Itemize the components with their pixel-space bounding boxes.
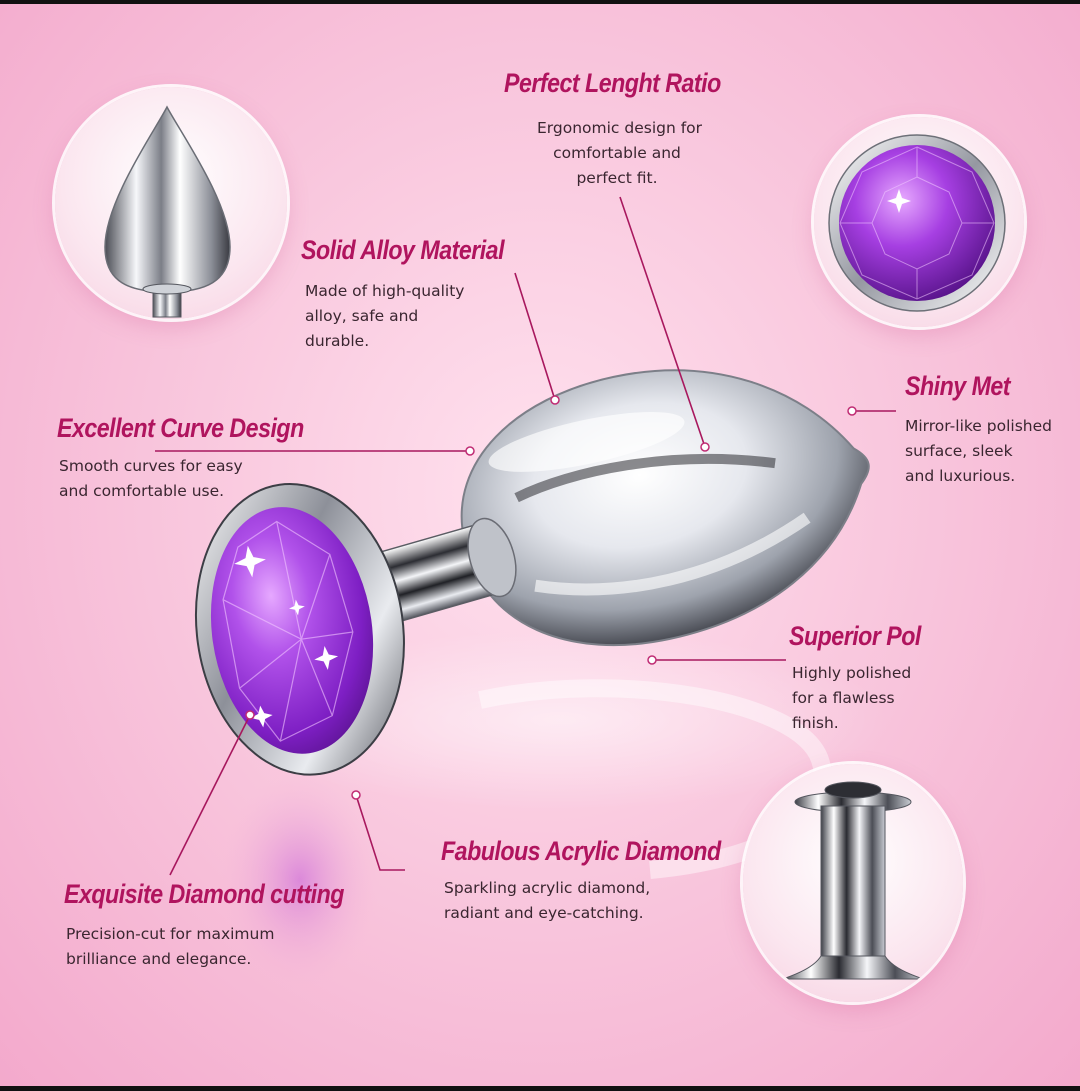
gem-reflection (220, 770, 380, 990)
top-border (0, 0, 1080, 4)
callout-leader-lines (155, 196, 896, 876)
diamond-cutting-line-1: Precision-cut for maximum (66, 925, 275, 943)
perfect-length-line-3: perfect fit. (576, 169, 658, 187)
detail-circle-tip (55, 87, 287, 319)
acrylic-diamond-line-2: radiant and eye-catching. (444, 904, 644, 922)
solid-alloy-line-1: Made of high-quality (305, 282, 465, 300)
shiny-met-title: Shiny Met (905, 371, 1011, 401)
product-base (194, 483, 405, 776)
excellent-curve-title: Excellent Curve Design (57, 413, 304, 443)
perfect-length-desc: Ergonomic design for comfortable and per… (537, 116, 703, 191)
superior-pol-line-2: for a flawless (792, 689, 895, 707)
teardrop-tip-icon (104, 105, 231, 318)
shiny-met-line-2: surface, sleek (905, 442, 1013, 460)
excellent-curve-desc: Smooth curves for easy and comfortable u… (59, 454, 243, 504)
diamond-cutting-title: Exquisite Diamond cutting (64, 879, 344, 909)
perfect-length-line-1: Ergonomic design for (537, 119, 703, 137)
perfect-length-title: Perfect Lenght Ratio (504, 68, 721, 98)
solid-alloy-desc: Made of high-quality alloy, safe and dur… (305, 279, 464, 354)
perfect-length-line-2: comfortable and (553, 144, 681, 162)
bottom-border (0, 1086, 1080, 1091)
shiny-met-desc: Mirror-like polished surface, sleek and … (905, 414, 1052, 489)
superior-pol-desc: Highly polished for a flawless finish. (792, 661, 911, 736)
detail-circle-gem (814, 117, 1024, 327)
callout-dots (245, 395, 857, 800)
acrylic-diamond-desc: Sparkling acrylic diamond, radiant and e… (444, 876, 650, 926)
excellent-curve-line-2: and comfortable use. (59, 482, 225, 500)
excellent-curve-line-1: Smooth curves for easy (59, 457, 243, 475)
purple-gem-icon (828, 134, 1006, 312)
shiny-met-line-1: Mirror-like polished (905, 417, 1052, 435)
diamond-cutting-line-2: brilliance and elegance. (66, 950, 252, 968)
solid-alloy-title: Solid Alloy Material (301, 235, 505, 265)
detail-circle-stem (743, 764, 963, 1002)
acrylic-diamond-line-1: Sparkling acrylic diamond, (444, 879, 651, 897)
acrylic-diamond-title: Fabulous Acrylic Diamond (441, 836, 721, 866)
solid-alloy-line-2: alloy, safe and (305, 307, 419, 325)
diamond-cutting-desc: Precision-cut for maximum brilliance and… (66, 922, 274, 972)
solid-alloy-line-3: durable. (305, 332, 370, 350)
product-bulb (460, 369, 870, 647)
shiny-met-line-3: and luxurious. (905, 467, 1016, 485)
superior-pol-title: Superior Pol (789, 621, 921, 651)
superior-pol-line-1: Highly polished (792, 664, 912, 682)
stem-icon (782, 781, 924, 980)
superior-pol-line-3: finish. (792, 714, 839, 732)
